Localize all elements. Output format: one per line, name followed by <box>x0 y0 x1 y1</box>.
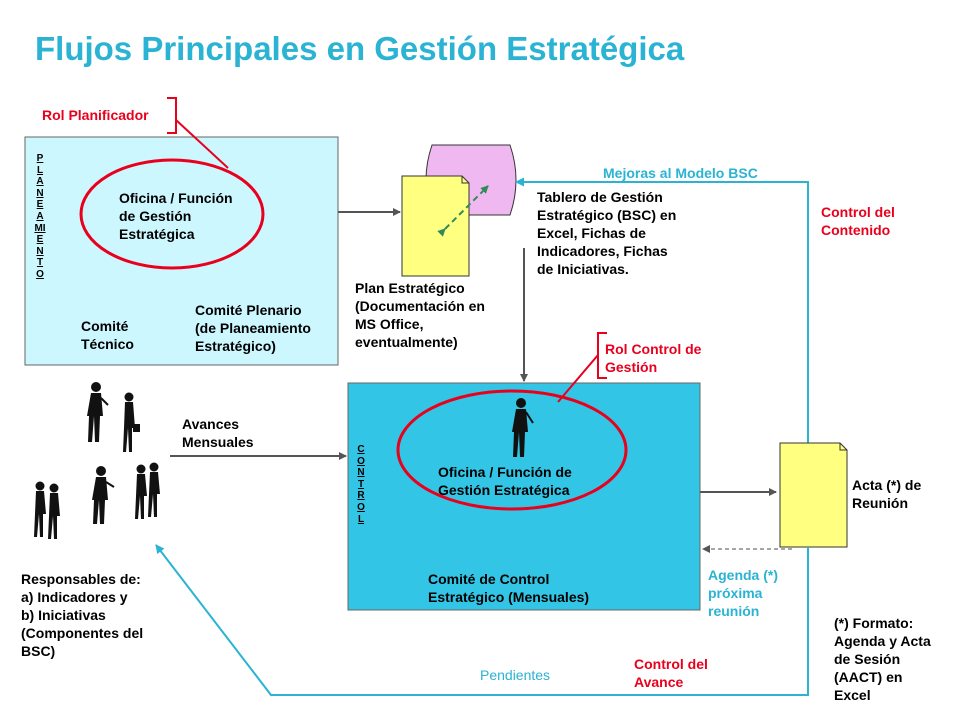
control-ellipse <box>396 389 628 511</box>
comite-plenario-label: Comité Plenario (de Planeamiento Estraté… <box>195 302 311 354</box>
pendientes-line <box>155 544 809 696</box>
responsables-label: Responsables de: a) Indicadores y b) Ini… <box>21 571 144 659</box>
rol-control-label: Rol Control de Gestión <box>605 341 702 375</box>
comite-control-label: Comité de Control Estratégico (Mensuales… <box>428 571 590 605</box>
formato-label: (*) Formato: Agenda y Acta de Sesión (AA… <box>834 615 931 703</box>
acta-document-icon <box>779 442 848 548</box>
mejoras-label: Mejoras al Modelo BSC <box>603 165 758 181</box>
planeamiento-oficina-label: Oficina / Función de Gestión Estratégica <box>119 190 233 242</box>
control-oficina-label: Oficina / Función de Gestión Estratégica <box>438 464 572 498</box>
planeamiento-vertical-label: PLANEAMIENTO <box>34 153 46 280</box>
tablero-label: Tablero de Gestión Estratégico (BSC) en … <box>537 189 677 277</box>
control-connector <box>557 354 599 403</box>
rol-planificador-label: Rol Planificador <box>42 107 149 123</box>
page-title: Flujos Principales en Gestión Estratégic… <box>35 30 685 67</box>
planificador-bracket <box>167 97 177 134</box>
avances-label: Avances Mensuales <box>182 416 254 450</box>
pendientes-label: Pendientes <box>480 667 551 683</box>
acta-label: Acta (*) de Reunión <box>852 477 922 511</box>
person-icon <box>512 398 534 457</box>
mejoras-line <box>515 177 809 443</box>
responsables-people-icon <box>34 382 160 539</box>
control-vertical-label: CONTROL <box>357 444 365 525</box>
plan-estrategico-label: Plan Estratégico (Documentación en MS Of… <box>355 280 485 350</box>
document-icon <box>401 175 470 277</box>
control-contenido-label: Control del Contenido <box>821 204 895 238</box>
control-avance-label: Control del Avance <box>634 656 708 690</box>
planificador-connector <box>175 119 229 169</box>
plan-tablero-link <box>437 185 489 237</box>
comite-tecnico-label: Comité Técnico <box>81 318 134 352</box>
planificador-ellipse <box>79 158 265 270</box>
agenda-label: Agenda (*) próxima reunión <box>708 567 778 619</box>
planeamiento-box <box>24 136 339 366</box>
